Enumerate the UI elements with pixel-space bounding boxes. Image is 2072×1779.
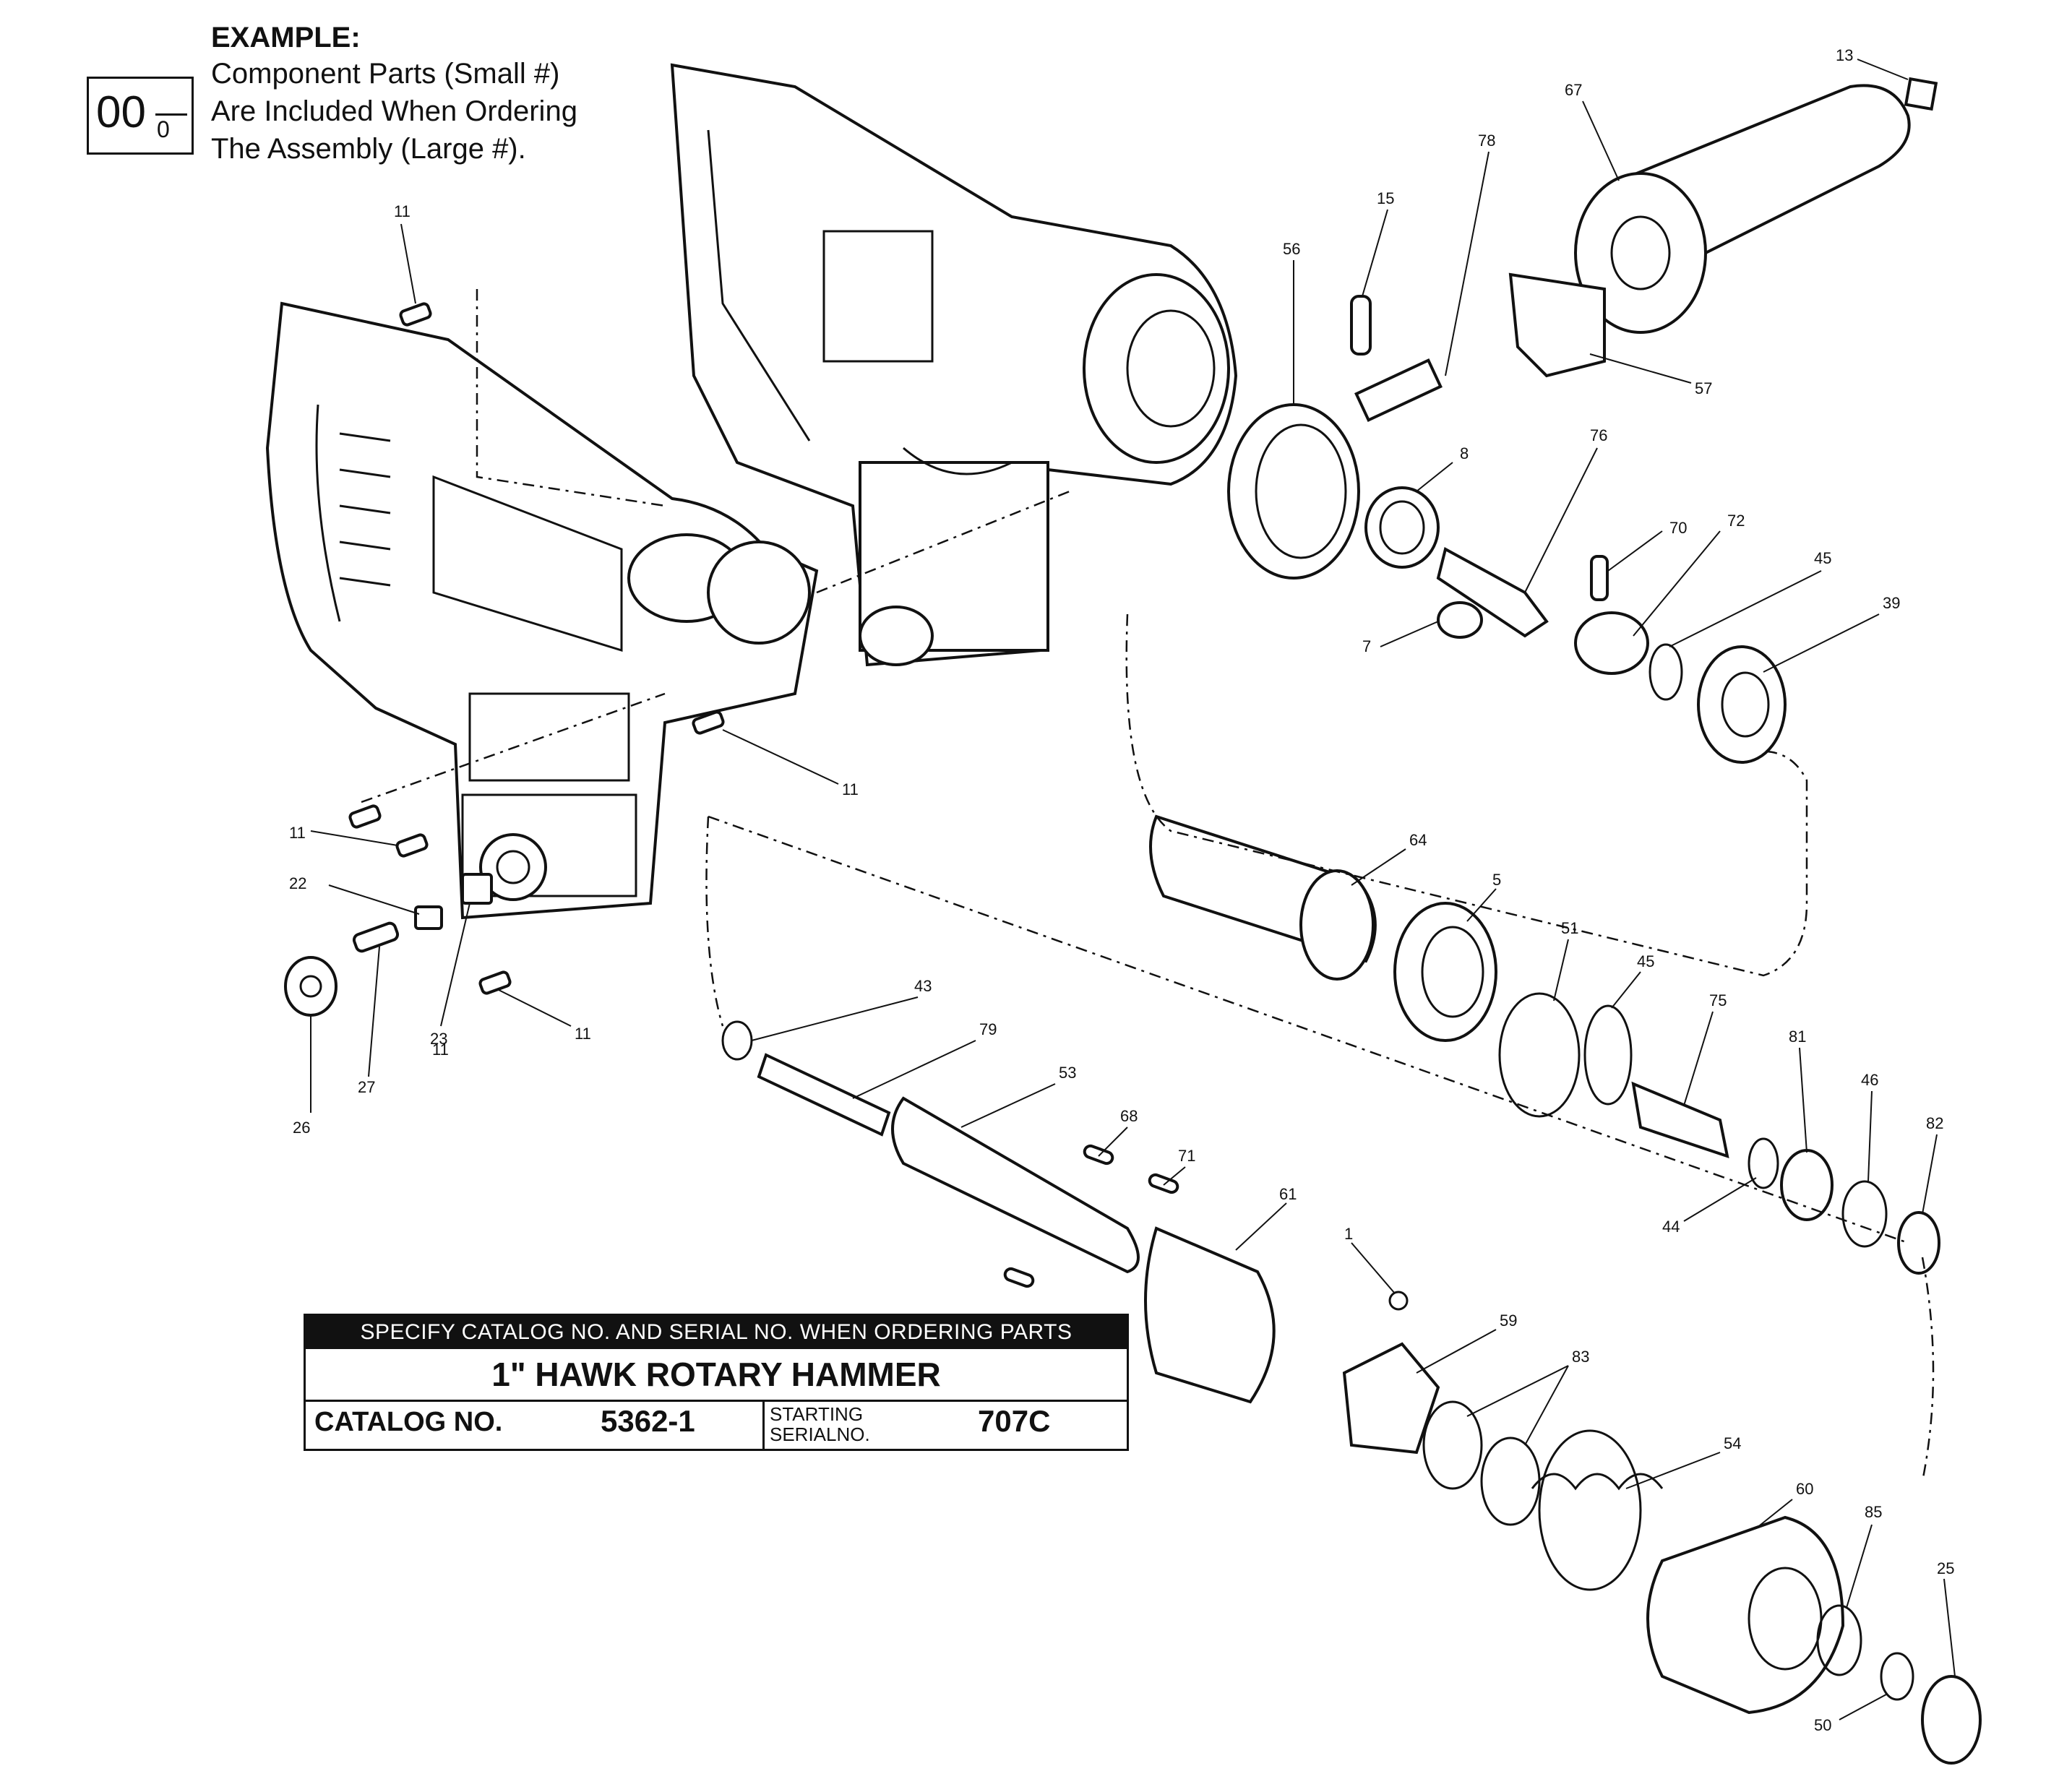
callout-46: 46: [1861, 1071, 1878, 1089]
legend-fraction-bar: [155, 113, 187, 116]
tool-holder-group: [721, 1020, 1409, 1404]
callout-1: 1: [1344, 1225, 1353, 1243]
callout-7: 7: [1362, 637, 1371, 655]
callout-11-top: 11: [394, 202, 410, 220]
starting-serial-number: 707C: [978, 1404, 1051, 1438]
title-block: SPECIFY CATALOG NO. AND SERIAL NO. WHEN …: [304, 1314, 1129, 1451]
legend-title: EXAMPLE:: [211, 22, 361, 53]
callout-13: 13: [1836, 46, 1853, 64]
callout-27: 27: [358, 1078, 375, 1096]
callout-61: 61: [1279, 1185, 1297, 1203]
callout-11-right: 11: [842, 780, 859, 798]
assembly-boundaries: [361, 289, 1935, 1482]
legend-line-3: The Assembly (Large #).: [211, 133, 526, 165]
callout-26: 26: [293, 1119, 310, 1137]
callout-23: 23: [430, 1030, 447, 1048]
legend-example: EXAMPLE: Component Parts (Small #) Are I…: [79, 22, 629, 181]
callout-81: 81: [1789, 1028, 1806, 1046]
callout-11-brush: 11: [432, 1041, 449, 1059]
connecting-rod-piston-group: [1364, 486, 1787, 764]
callout-83: 83: [1572, 1348, 1589, 1366]
callout-8: 8: [1460, 444, 1469, 462]
ordering-banner: SPECIFY CATALOG NO. AND SERIAL NO. WHEN …: [306, 1316, 1127, 1349]
callout-60: 60: [1796, 1480, 1813, 1498]
starting-label-line-2: SERIALNO.: [770, 1423, 870, 1445]
leader-lines: [310, 59, 1956, 1720]
callout-64: 64: [1409, 831, 1427, 849]
callout-11-bottom: 11: [575, 1025, 591, 1043]
screws-brush-group: [284, 302, 725, 1017]
model-title: 1" HAWK ROTARY HAMMER: [306, 1349, 1127, 1402]
callout-72: 72: [1727, 512, 1745, 530]
clamp-band-bolt: [1227, 295, 1443, 580]
callout-54: 54: [1724, 1434, 1741, 1452]
callout-45-upper: 45: [1814, 549, 1831, 567]
callout-57: 57: [1695, 379, 1712, 397]
legend-line-1: Component Parts (Small #): [211, 58, 560, 90]
callout-76: 76: [1590, 426, 1607, 444]
catalog-label: CATALOG NO.: [314, 1407, 503, 1437]
callout-45-lower: 45: [1637, 952, 1654, 970]
callout-5: 5: [1492, 871, 1501, 889]
catalog-number: 5362-1: [601, 1404, 695, 1438]
callout-11-left: 11: [289, 824, 306, 842]
callout-85: 85: [1865, 1503, 1882, 1521]
callout-39: 39: [1883, 594, 1900, 612]
callout-79: 79: [979, 1020, 997, 1038]
callout-67: 67: [1565, 81, 1582, 99]
legend-small-number: 0: [157, 116, 170, 142]
callout-15: 15: [1377, 189, 1394, 207]
starting-serial-label: STARTING SERIALNO.: [770, 1404, 870, 1444]
front-housing-half: [265, 301, 819, 920]
front-nose-group: [1342, 1342, 1982, 1765]
callout-71: 71: [1178, 1147, 1195, 1165]
legend-line-2: Are Included When Ordering: [211, 95, 577, 127]
side-handle-assembly: [1508, 77, 1938, 378]
callout-68: 68: [1120, 1107, 1138, 1125]
callout-59: 59: [1500, 1311, 1517, 1330]
callout-25: 25: [1937, 1559, 1954, 1577]
callout-43: 43: [914, 977, 932, 995]
callout-53: 53: [1059, 1064, 1076, 1082]
legend-large-number: 00: [96, 87, 146, 137]
callout-51: 51: [1561, 919, 1578, 937]
callout-50: 50: [1814, 1716, 1831, 1734]
callout-75: 75: [1709, 991, 1727, 1009]
callout-70: 70: [1669, 519, 1687, 537]
callout-22: 22: [289, 874, 306, 892]
starting-label-line-1: STARTING: [770, 1403, 864, 1425]
legend-example-box: 00 0: [87, 77, 194, 155]
callout-labels: 11 11 11 11 11 22 23 26 27 13 67 78 15 5…: [289, 46, 1954, 1734]
title-block-divider: [762, 1400, 765, 1451]
callout-82: 82: [1926, 1114, 1943, 1132]
callout-44: 44: [1662, 1218, 1680, 1236]
spindle-sleeve-group: [1149, 814, 1940, 1275]
callout-78: 78: [1478, 132, 1495, 150]
callout-56: 56: [1283, 240, 1300, 258]
rear-housing-motor: [670, 63, 1238, 667]
